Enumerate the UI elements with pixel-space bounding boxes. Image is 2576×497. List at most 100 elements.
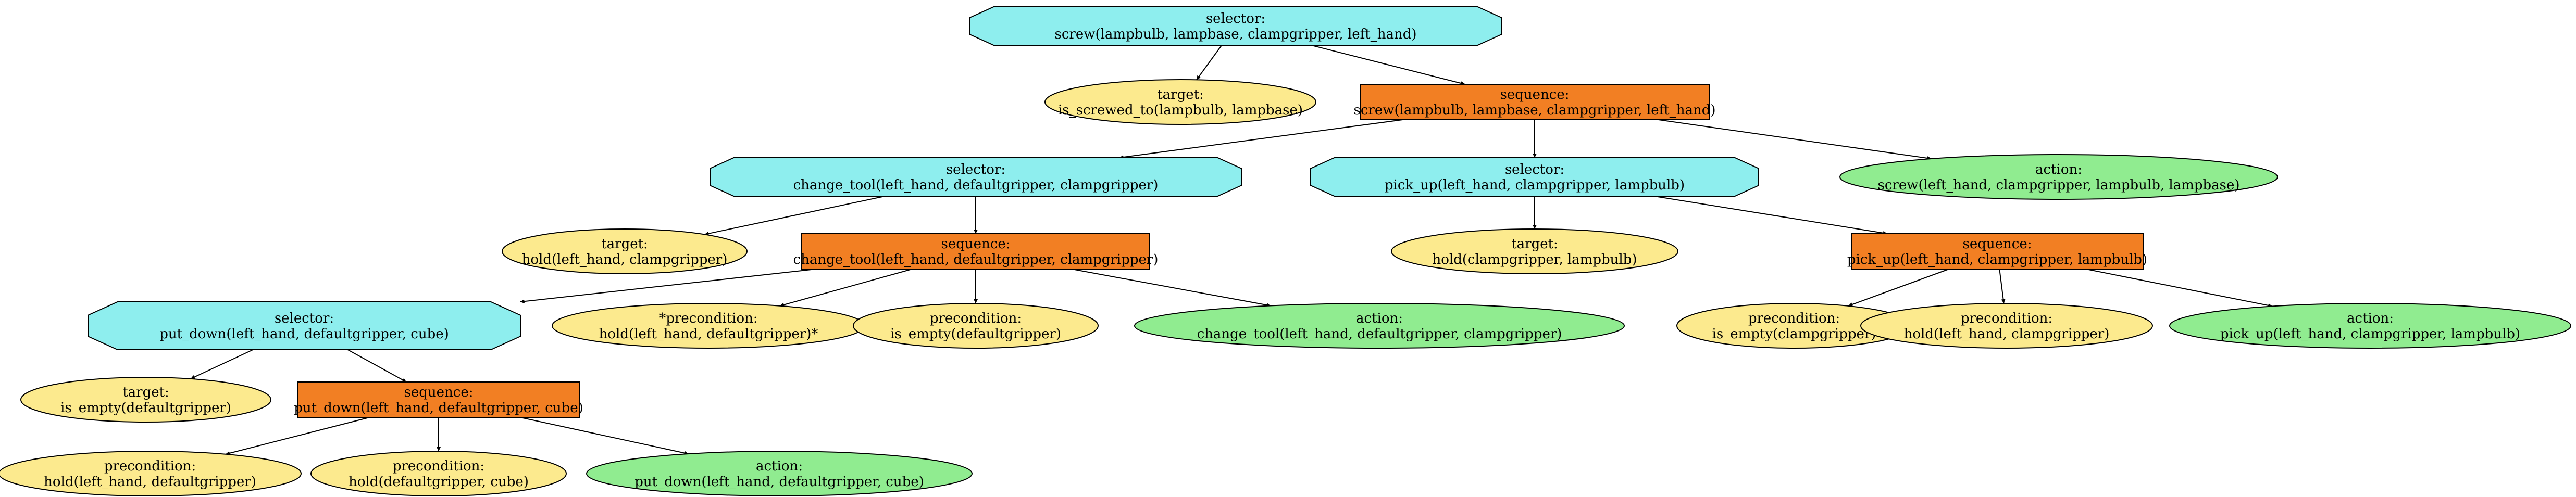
node-label-expression: hold(left_hand, clampgripper) <box>522 252 728 267</box>
action-shape <box>2169 303 2571 349</box>
sequence-node-seq-pd: sequence:put_down(left_hand, defaultgrip… <box>294 381 583 418</box>
edge-sel-pd-to-tgt-pd <box>190 349 253 379</box>
node-label-expression: is_screwed_to(lampbulb, lampbase) <box>1058 103 1303 118</box>
node-label-expression: put_down(left_hand, defaultgripper, cube… <box>294 400 583 416</box>
edge-sel-pd-to-seq-pd <box>347 349 407 383</box>
nodes: selector:screw(lampbulb, lampbase, clamp… <box>0 6 2571 496</box>
node-label-expression: hold(clampgripper, lampbulb) <box>1433 252 1637 267</box>
condition-node-pre-pu2: precondition:hold(left_hand, clampgrippe… <box>1860 303 2153 349</box>
action-node-act-pu: action:pick_up(left_hand, clampgripper, … <box>2169 303 2571 349</box>
selector-shape <box>1310 157 1759 197</box>
condition-node-tgt-ct: target:hold(left_hand, clampgripper) <box>502 228 748 274</box>
node-label-type: sequence: <box>404 385 474 400</box>
condition-node-tgt-pd: target:is_empty(defaultgripper) <box>20 377 271 423</box>
node-label-expression: screw(lampbulb, lampbase, clampgripper, … <box>1353 103 1715 118</box>
node-label-type: precondition: <box>1961 311 2052 326</box>
condition-node-pre-pu1: precondition:is_empty(clampgripper) <box>1676 303 1912 349</box>
node-label-type: action: <box>1356 311 1403 326</box>
condition-node-pre-ct1: *precondition:hold(left_hand, defaultgri… <box>552 303 865 349</box>
condition-shape <box>502 228 748 274</box>
condition-shape <box>310 451 567 496</box>
sequence-shape <box>297 381 580 418</box>
edge-seq-pu-to-pre-pu2 <box>1999 269 2006 304</box>
edge-sel-root-to-tgt-root <box>1196 45 1222 80</box>
node-label-expression: screw(left_hand, clampgripper, lampbulb,… <box>1877 177 2239 193</box>
sequence-shape <box>1360 84 1710 120</box>
node-label-type: precondition: <box>393 458 484 474</box>
node-label-type: precondition: <box>1748 311 1840 326</box>
condition-node-pre-pd1: precondition:hold(left_hand, defaultgrip… <box>0 451 302 496</box>
node-label-expression: pick_up(left_hand, clampgripper, lampbul… <box>1385 177 1685 193</box>
node-label-type: target: <box>122 385 169 400</box>
selector-shape <box>710 157 1242 197</box>
condition-node-tgt-root: target:is_screwed_to(lampbulb, lampbase) <box>1044 79 1316 125</box>
action-node-act-pd: action:put_down(left_hand, defaultgrippe… <box>586 451 973 496</box>
node-label-expression: screw(lampbulb, lampbase, clampgripper, … <box>1054 27 1416 42</box>
sequence-node-seq-root: sequence:screw(lampbulb, lampbase, clamp… <box>1353 84 1716 120</box>
condition-shape <box>20 377 271 423</box>
selector-node-sel-root: selector:screw(lampbulb, lampbase, clamp… <box>969 6 1502 46</box>
edge-seq-ct-to-pre-ct1 <box>779 269 913 307</box>
node-label-expression: change_tool(left_hand, defaultgripper, c… <box>793 252 1159 267</box>
action-node-act-screw: action:screw(left_hand, clampgripper, la… <box>1839 154 2278 200</box>
condition-shape <box>1860 303 2153 349</box>
node-label-expression: hold(left_hand, defaultgripper)* <box>599 326 818 342</box>
condition-shape <box>0 451 302 496</box>
condition-shape <box>1044 79 1316 125</box>
condition-shape <box>1391 228 1678 274</box>
selector-shape <box>969 6 1502 46</box>
action-node-act-ct: action:change_tool(left_hand, defaultgri… <box>1134 303 1625 349</box>
edge-seq-ct-to-sel-pd <box>520 269 816 304</box>
node-label-expression: change_tool(left_hand, defaultgripper, c… <box>1197 326 1562 342</box>
node-label-type: target: <box>1157 87 1204 103</box>
sequence-shape <box>1851 233 2144 270</box>
condition-node-pre-pd2: precondition:hold(defaultgripper, cube) <box>310 451 567 496</box>
node-label-type: action: <box>756 458 803 474</box>
selector-node-sel-pd: selector:put_down(left_hand, defaultgrip… <box>88 301 521 350</box>
node-label-expression: is_empty(defaultgripper) <box>890 326 1061 342</box>
edge-seq-ct-to-act-ct <box>1072 269 1271 307</box>
action-shape <box>586 451 973 496</box>
selector-shape <box>88 301 521 350</box>
node-label-expression: put_down(left_hand, defaultgripper, cube… <box>634 474 924 490</box>
edge-seq-root-to-act-screw <box>1658 119 1932 160</box>
node-label-type: sequence: <box>1500 87 1570 103</box>
selector-node-sel-pu: selector:pick_up(left_hand, clampgripper… <box>1310 157 1759 197</box>
condition-node-tgt-pu: target:hold(clampgripper, lampbulb) <box>1391 228 1678 274</box>
edge-seq-root-to-sel-ct <box>1119 119 1403 159</box>
node-label-expression: pick_up(left_hand, clampgripper, lampbul… <box>2220 326 2520 342</box>
edge-seq-pd-to-pre-pd1 <box>225 417 370 455</box>
node-label-type: target: <box>1511 236 1558 252</box>
action-shape <box>1839 154 2278 200</box>
condition-shape <box>853 303 1099 349</box>
node-label-type: precondition: <box>930 311 1022 326</box>
node-label-expression: is_empty(defaultgripper) <box>60 400 231 416</box>
edge-seq-pd-to-act-pd <box>520 417 689 455</box>
node-label-type: selector: <box>1505 162 1564 177</box>
node-label-type: selector: <box>1206 11 1265 27</box>
node-label-type: selector: <box>275 311 334 326</box>
node-label-type: action: <box>2347 311 2394 326</box>
edge-sel-pu-to-seq-pu <box>1654 196 1888 235</box>
node-label-expression: pick_up(left_hand, clampgripper, lampbul… <box>1847 252 2147 267</box>
action-shape <box>1134 303 1625 349</box>
edge-sel-ct-to-tgt-ct <box>704 196 885 236</box>
node-label-type: selector: <box>946 162 1005 177</box>
edge-seq-pu-to-pre-pu1 <box>1848 269 1949 307</box>
sequence-shape <box>801 233 1150 270</box>
node-label-type: *precondition: <box>659 311 757 326</box>
node-label-type: precondition: <box>104 458 196 474</box>
edge-seq-pu-to-act-pu <box>2086 269 2273 308</box>
node-label-type: sequence: <box>941 236 1011 252</box>
node-label-type: target: <box>601 236 648 252</box>
edge-sel-root-to-seq-root <box>1311 45 1465 85</box>
sequence-node-seq-ct: sequence:change_tool(left_hand, defaultg… <box>793 233 1159 270</box>
sequence-node-seq-pu: sequence:pick_up(left_hand, clampgripper… <box>1847 233 2147 270</box>
node-label-type: sequence: <box>1963 236 2032 252</box>
node-label-expression: hold(defaultgripper, cube) <box>349 474 529 490</box>
node-label-expression: is_empty(clampgripper) <box>1712 326 1876 342</box>
edges <box>190 45 2273 455</box>
node-label-expression: put_down(left_hand, defaultgripper, cube… <box>159 326 449 342</box>
node-label-expression: change_tool(left_hand, defaultgripper, c… <box>793 177 1159 193</box>
